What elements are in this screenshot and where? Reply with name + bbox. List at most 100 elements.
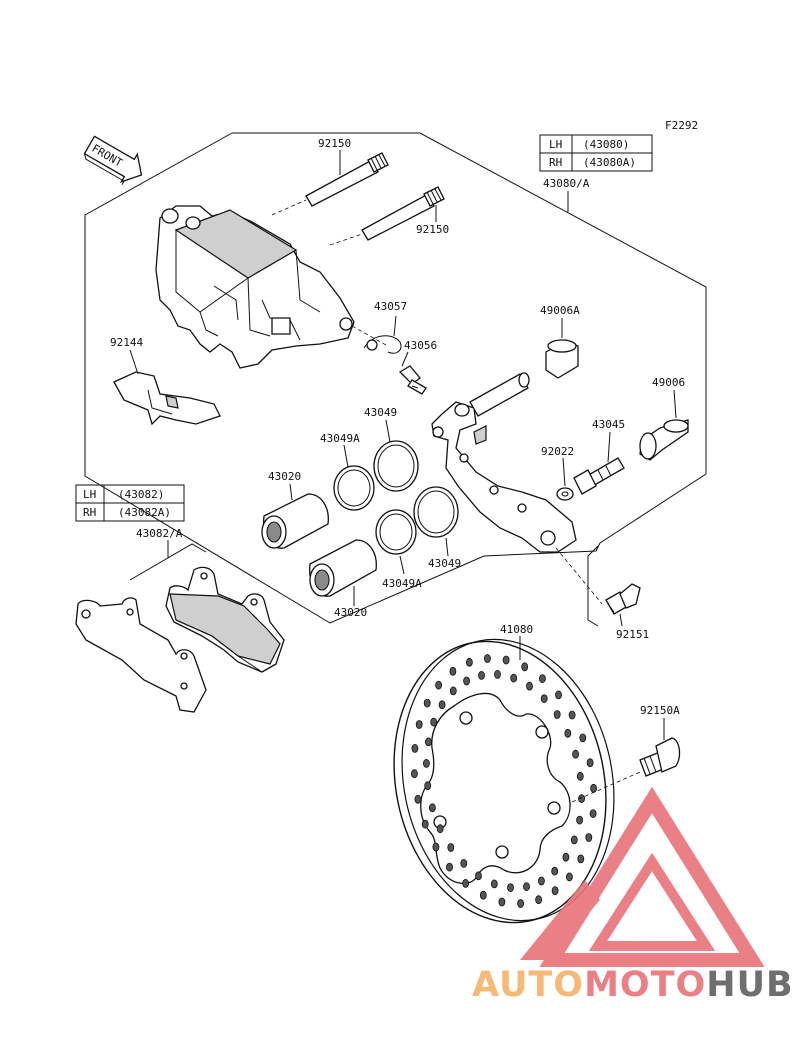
disc-hole [447, 843, 455, 852]
callout-pin-top: 92150 [318, 137, 351, 150]
disc-hole [576, 815, 583, 825]
disc-bolt [639, 737, 681, 777]
disc-hole [414, 794, 422, 804]
disc-hole [566, 872, 573, 882]
disc-hole [590, 783, 597, 793]
disc-hole [438, 700, 446, 710]
callout-seal-upper-a: 43049A [320, 432, 360, 445]
seal-43049-upper [373, 440, 419, 492]
disc-hole [483, 654, 491, 663]
disc-hole [463, 676, 471, 686]
disc-hole [479, 890, 487, 900]
disc-hole [551, 886, 559, 896]
dust-boot-a [545, 339, 579, 379]
disc-hole [555, 690, 562, 700]
disc-hole [540, 694, 548, 703]
piston-lower [309, 539, 377, 597]
disc-hole [421, 819, 429, 829]
disc-hole [475, 871, 482, 881]
disc-hole [490, 879, 498, 889]
pad-variant-table: LH (43082) RH (43082A) [75, 484, 185, 522]
callout-seal-lower-a: 43049A [382, 577, 422, 590]
caliper-pin-upper [305, 152, 389, 207]
disc-hole [411, 744, 419, 753]
disc-hole [498, 897, 506, 907]
disc-hole [507, 883, 514, 892]
caliper-pin-lower [361, 186, 445, 241]
disc-hole [579, 733, 587, 743]
callout-disc-bolt: 92150A [640, 704, 680, 717]
callout-piston-upper: 43020 [268, 470, 301, 483]
disc-hole [494, 670, 501, 679]
disc-hole [564, 728, 572, 738]
pad-spring [113, 371, 221, 426]
disc-hole [422, 759, 430, 768]
seal-43049a-lower [375, 509, 417, 555]
svg-text:AUTOMOTOHUB: AUTOMOTOHUB [472, 965, 794, 1005]
caliper-lh-label: LH [549, 138, 562, 151]
disc-hole [478, 671, 485, 680]
disc-hole [539, 674, 546, 683]
automotohub-watermark: AUTOMOTOHUB [472, 786, 794, 1005]
callout-assembly: 43080/A [543, 177, 590, 190]
callout-disc: 41080 [500, 623, 533, 636]
disc-hole [553, 710, 561, 719]
dust-boot [639, 419, 689, 461]
disc-hole [517, 899, 524, 908]
spring-clip [363, 335, 402, 354]
disc-hole [436, 824, 444, 834]
callout-pad-set: 43082/A [136, 527, 183, 540]
disc-hole [570, 835, 578, 845]
disc-hole [462, 879, 470, 888]
slide-pin [573, 457, 625, 495]
disc-hole [446, 862, 453, 872]
disc-hole [435, 680, 443, 690]
disc-hole [578, 794, 585, 803]
pad-lh-label: LH [83, 488, 96, 501]
seal-43049a-upper [333, 465, 375, 511]
disc-hole [424, 781, 432, 791]
callout-slide-pin: 43045 [592, 418, 625, 431]
disc-hole [430, 717, 438, 727]
disc-hole [428, 803, 436, 813]
watermark-auto: AUTO [472, 965, 584, 1005]
callout-bracket-bolt: 92151 [616, 628, 649, 641]
pad-rh-label: RH [83, 506, 96, 519]
bleeder-valve [398, 365, 427, 395]
disc-hole [577, 854, 585, 864]
caliper-variant-table: LH (43080) RH (43080A) [539, 134, 653, 172]
callout-seal-lower: 43049 [428, 557, 461, 570]
caliper-rh-part: (43080A) [583, 156, 636, 169]
disc-hole [568, 710, 576, 720]
brake-pad-rear [75, 597, 207, 713]
caliper-body [155, 205, 355, 369]
washer [556, 487, 574, 501]
disc-hole [415, 720, 423, 729]
piston-upper [261, 493, 329, 549]
disc-hole [449, 686, 457, 696]
callout-seal-upper: 43049 [364, 406, 397, 419]
disc-vent-holes [410, 654, 597, 908]
callout-pad-spring: 92144 [110, 336, 143, 349]
disc-hole [521, 662, 529, 672]
disc-hole [510, 673, 518, 683]
callout-pin-lower: 92150 [416, 223, 449, 236]
disc-hole [502, 655, 510, 665]
bracket-bolt [605, 583, 641, 615]
disc-hole [538, 876, 545, 886]
callout-boot: 49006 [652, 376, 685, 389]
watermark-hub: HUB [706, 965, 793, 1005]
disc-hole [423, 698, 431, 708]
disc-hole [576, 771, 584, 781]
brake-disc [393, 638, 615, 924]
watermark-moto: MOTO [584, 965, 706, 1005]
disc-hole [424, 737, 432, 747]
callout-piston-lower: 43020 [334, 606, 367, 619]
disc-hole [585, 833, 593, 842]
disc-hole [526, 681, 533, 691]
assembly-boundary [84, 132, 707, 624]
disc-hole [551, 866, 559, 876]
disc-hole [460, 859, 468, 868]
